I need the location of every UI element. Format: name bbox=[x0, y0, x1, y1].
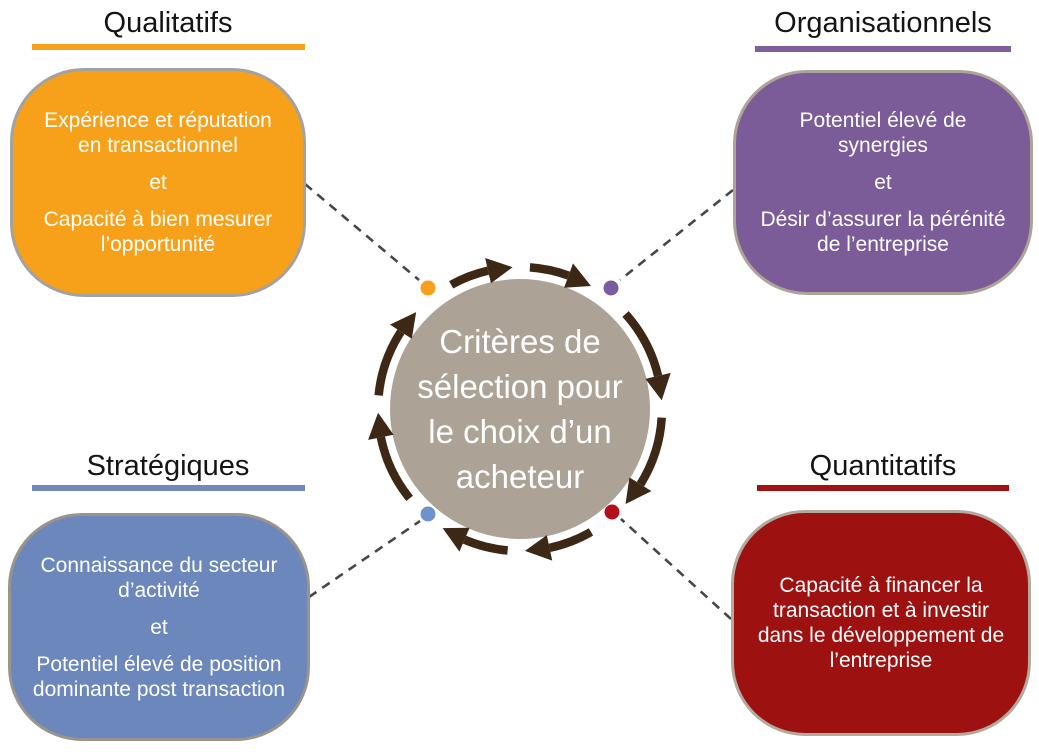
criteria-connector-word: et bbox=[149, 171, 167, 194]
center-circle bbox=[390, 279, 650, 539]
dashed-connector-line bbox=[619, 188, 734, 282]
title-underline-strategiques bbox=[32, 485, 305, 491]
criteria-box-quantitatifs: Capacité à financer la transaction et à … bbox=[731, 510, 1031, 736]
quadrant-title-strategiques: Stratégiques bbox=[86, 450, 250, 482]
criteria-connector-word: et bbox=[874, 171, 892, 194]
criteria-text: Capacité à bien mesurer l’opportunité bbox=[43, 208, 273, 256]
cycle-arrow-arc bbox=[374, 329, 405, 396]
title-underline-qualitatifs bbox=[32, 44, 305, 50]
cycle-arrow-head bbox=[645, 372, 671, 401]
junction-dot-top-right bbox=[603, 280, 619, 296]
cycle-arrow-head bbox=[368, 412, 394, 440]
quadrant-title-organisationnels: Organisationnels bbox=[774, 7, 992, 39]
center-circle-label: Critères de sélection pour le choix d’un… bbox=[417, 323, 623, 495]
cycle-arrow-arc bbox=[548, 528, 594, 553]
quadrant-title-qualitatifs: Qualitatifs bbox=[103, 7, 233, 39]
criteria-text: Désir d’assurer la pérénité de l’entrepr… bbox=[760, 208, 1006, 256]
cycle-arrow-head bbox=[625, 477, 652, 505]
dashed-connector-line bbox=[620, 518, 732, 620]
cycle-arrow-head bbox=[485, 257, 513, 284]
criteria-box-qualitatifs: Expérience et réputation en transactionn… bbox=[10, 68, 306, 297]
cycle-arrow-head bbox=[390, 312, 417, 339]
cycle-arrow-arc bbox=[529, 263, 571, 280]
criteria-text: Expérience et réputation en transactionn… bbox=[44, 109, 272, 157]
dashed-connector-line bbox=[304, 183, 420, 281]
quadrant-title-quantitatifs: Quantitatifs bbox=[809, 450, 957, 482]
criteria-text: Connaissance du secteur d’activité bbox=[40, 553, 278, 602]
cycle-arrow-arc bbox=[449, 266, 490, 289]
cycle-arrow-head bbox=[564, 263, 591, 288]
criteria-text: Potentiel élevé de position dominante po… bbox=[32, 652, 286, 701]
criteria-text: Capacité à financer la transaction et à … bbox=[757, 574, 1005, 672]
junction-dot-bottom-right bbox=[604, 504, 620, 520]
criteria-box-strategiques: Connaissance du secteur d’activité et Po… bbox=[8, 513, 310, 741]
title-underline-organisationnels bbox=[755, 46, 1011, 52]
cycle-arrow-head bbox=[442, 527, 470, 552]
cycle-arrow-arc bbox=[636, 417, 666, 487]
criteria-box-organisationnels: Potentiel élevé de synergies et Désir d’… bbox=[733, 70, 1033, 295]
criteria-connector-word: et bbox=[150, 615, 168, 639]
title-underline-quantitatifs bbox=[757, 485, 1009, 491]
dashed-connector-line bbox=[308, 519, 421, 599]
cycle-arrow-head bbox=[524, 535, 553, 561]
cycle-arrow-arc bbox=[622, 311, 663, 377]
junction-dot-bottom-left bbox=[420, 506, 436, 522]
junction-dot-top-left bbox=[420, 280, 436, 296]
criteria-text: Potentiel élevé de synergies bbox=[799, 109, 967, 157]
cycle-arrow-arc bbox=[376, 436, 413, 502]
cycle-arrow-arc bbox=[462, 535, 509, 555]
